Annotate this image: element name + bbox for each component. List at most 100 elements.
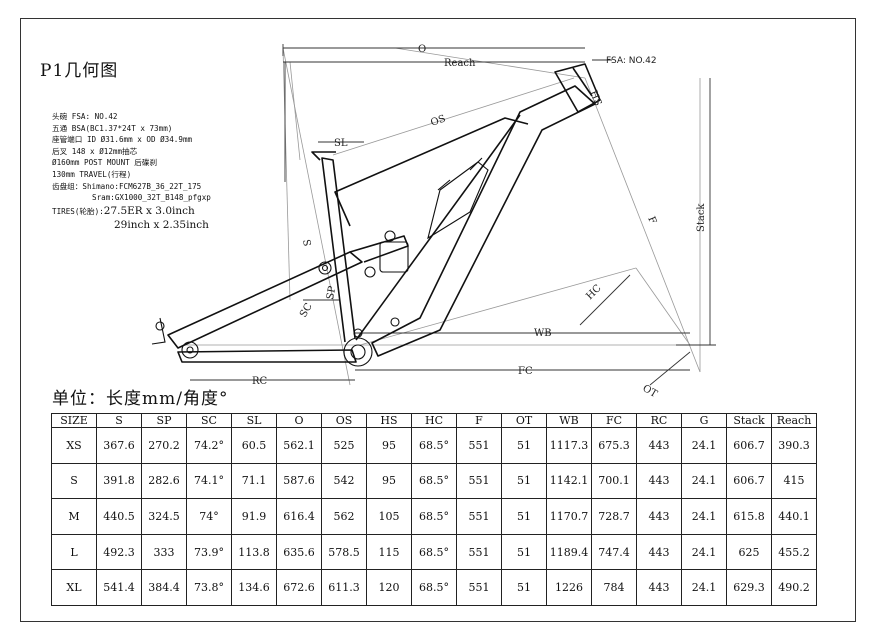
spec-rear-axle: 后叉 148 x Ø12mm抽芯 — [52, 146, 138, 156]
table-cell: 51 — [501, 569, 547, 606]
table-header: SC — [186, 413, 232, 428]
table-cell: 74.2° — [186, 427, 232, 464]
table-header: OS — [321, 413, 367, 428]
table-row: XL 541.4 384.4 73.8° 134.6 672.6 611.3 1… — [51, 569, 817, 606]
label-os: OS — [429, 113, 447, 129]
table-header: O — [276, 413, 322, 428]
table-cell: 68.5° — [411, 498, 457, 535]
table-cell: 492.3 — [96, 533, 142, 571]
table-cell: 73.8° — [186, 569, 232, 606]
table-cell: 68.5° — [411, 533, 457, 571]
label-rc: RC — [252, 376, 268, 387]
table-cell: 551 — [456, 427, 502, 464]
table-header: Reach — [771, 413, 817, 428]
table-cell: 551 — [456, 533, 502, 571]
spec-travel: 130mm TRAVEL(行程) — [52, 169, 132, 179]
table-cell: 525 — [321, 427, 367, 464]
table-cell: 440.1 — [771, 498, 817, 535]
table-cell: 1226 — [546, 569, 592, 606]
table-cell: 24.1 — [681, 533, 727, 571]
spec-tires-275: 27.5ER x 3.0inch — [103, 204, 195, 217]
spec-crank-sram: Sram:GX1000_32T_B148_pfgxp — [92, 193, 211, 203]
table-cell: 542 — [321, 462, 367, 500]
label-sl: SL — [334, 138, 348, 149]
label-stack: Stack — [696, 203, 707, 232]
table-cell: 120 — [366, 569, 412, 606]
table-cell: 333 — [141, 533, 187, 571]
table-row: L 492.3 333 73.9° 113.8 635.6 578.5 115 … — [51, 533, 817, 571]
table-cell: 629.3 — [726, 569, 772, 606]
table-cell: 443 — [636, 462, 682, 500]
table-header: OT — [501, 413, 547, 428]
table-cell: 51 — [501, 498, 547, 535]
table-cell: 443 — [636, 498, 682, 535]
geometry-table: SIZE S SP SC SL O OS HS HC F OT WB FC RC… — [51, 413, 817, 606]
table-row: M 440.5 324.5 74° 91.9 616.4 562 105 68.… — [51, 498, 817, 535]
table-header: S — [96, 413, 142, 428]
table-cell: 675.3 — [591, 427, 637, 464]
table-cell: 73.9° — [186, 533, 232, 571]
units-caption: 单位：长度mm/角度° — [52, 389, 229, 409]
table-cell: 1142.1 — [546, 462, 592, 500]
table-header-row: SIZE S SP SC SL O OS HS HC F OT WB FC RC… — [51, 413, 817, 428]
label-fc: FC — [518, 366, 533, 377]
table-cell: 68.5° — [411, 462, 457, 500]
table-cell: 68.5° — [411, 427, 457, 464]
table-cell: 541.4 — [96, 569, 142, 606]
table-row: S 391.8 282.6 74.1° 71.1 587.6 542 95 68… — [51, 462, 817, 500]
table-cell: 625 — [726, 533, 772, 571]
table-cell: 616.4 — [276, 498, 322, 535]
spec-crank-shimano: 齿盘组：Shimano:FCM627B_36_22T_175 — [52, 181, 202, 191]
table-cell: 24.1 — [681, 427, 727, 464]
label-f: F — [645, 215, 658, 226]
table-cell: 390.3 — [771, 427, 817, 464]
table-cell: 60.5 — [231, 427, 277, 464]
dimension-lines — [190, 44, 716, 386]
table-cell: 562 — [321, 498, 367, 535]
table-cell: 578.5 — [321, 533, 367, 571]
table-cell: 443 — [636, 569, 682, 606]
spec-bottom-bracket: 五通 BSA(BC1.37*24T x 73mm) — [52, 123, 173, 133]
table-cell: 24.1 — [681, 569, 727, 606]
table-cell: 115 — [366, 533, 412, 571]
table-header: F — [456, 413, 502, 428]
table-cell: 51 — [501, 427, 547, 464]
table-cell: 606.7 — [726, 427, 772, 464]
table-cell: 611.3 — [321, 569, 367, 606]
table-cell: 784 — [591, 569, 637, 606]
spec-brake: Ø160mm POST MOUNT 后碟刹 — [52, 158, 158, 168]
label-sp: SP — [325, 285, 338, 301]
table-cell: 91.9 — [231, 498, 277, 535]
table-cell: M — [51, 498, 97, 535]
table-header: FC — [591, 413, 637, 428]
table-header: HS — [366, 413, 412, 428]
table-cell: 1170.7 — [546, 498, 592, 535]
spec-headset: 头碗 FSA: NO.42 — [52, 112, 118, 121]
table-cell: 51 — [501, 533, 547, 571]
table-cell: L — [51, 533, 97, 571]
table-cell: 747.4 — [591, 533, 637, 571]
spec-tires-29: 29inch x 2.35inch — [114, 218, 209, 231]
table-cell: 443 — [636, 533, 682, 571]
table-cell: 551 — [456, 462, 502, 500]
label-reach: Reach — [444, 58, 476, 69]
table-cell: 1189.4 — [546, 533, 592, 571]
table-cell: 635.6 — [276, 533, 322, 571]
table-row: XS 367.6 270.2 74.2° 60.5 562.1 525 95 6… — [51, 427, 817, 464]
table-cell: 367.6 — [96, 427, 142, 464]
table-cell: 1117.3 — [546, 427, 592, 464]
spec-list: 头碗 FSA: NO.42 五通 BSA(BC1.37*24T x 73mm) … — [52, 111, 211, 232]
table-cell: 443 — [636, 427, 682, 464]
table-cell: 672.6 — [276, 569, 322, 606]
table-cell: 551 — [456, 569, 502, 606]
table-cell: 24.1 — [681, 498, 727, 535]
table-cell: 51 — [501, 462, 547, 500]
label-wb: WB — [534, 328, 552, 339]
table-cell: 282.6 — [141, 462, 187, 500]
table-cell: 615.8 — [726, 498, 772, 535]
spec-seatpost: 座管端口 ID Ø31.6mm x OD Ø34.9mm — [52, 135, 193, 145]
table-cell: 415 — [771, 462, 817, 500]
diagram-labels: O Reach FSA: NO.42 HS OS SL S Stack F HC… — [252, 44, 707, 400]
table-cell: 74° — [186, 498, 232, 535]
construction-lines — [183, 47, 701, 386]
